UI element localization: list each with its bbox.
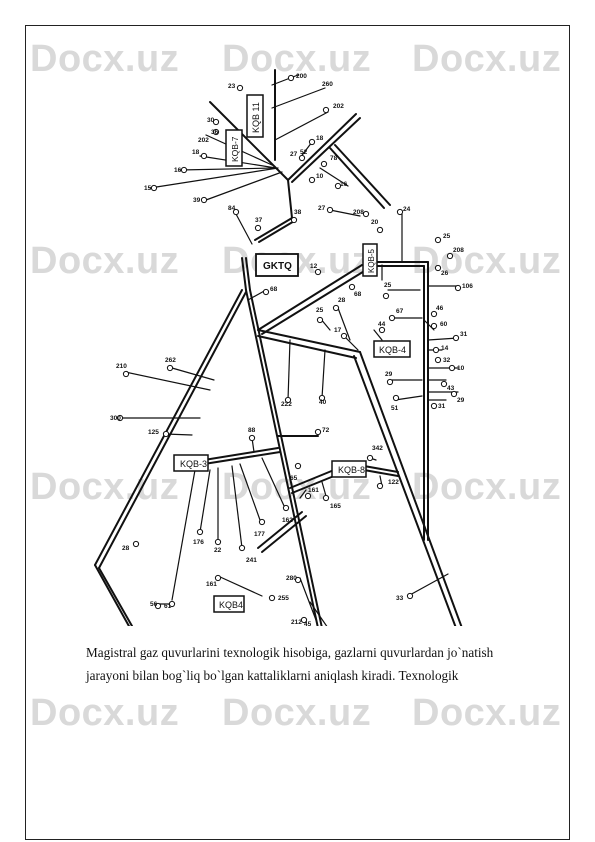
box-kqb7: KQB-7: [230, 136, 240, 162]
node-label: 24: [403, 206, 411, 213]
node-label: 46: [436, 305, 444, 312]
node-label: 78: [330, 155, 338, 162]
node-label: 26: [441, 270, 449, 277]
station-boxes: KQB 11 KQB-7 GKTQ KQB-5 KQB-4 KQB-3 KQB-…: [173, 94, 411, 613]
node-label: 72: [322, 427, 330, 434]
node-label: 106: [462, 283, 473, 290]
node-label: 84: [228, 205, 236, 212]
node-label: 222: [281, 401, 292, 408]
node-label: 33: [396, 595, 404, 602]
node-label: 20: [371, 219, 379, 226]
node-label: 161: [308, 487, 319, 494]
node-label: 202: [198, 137, 209, 144]
node-label: 31: [438, 403, 446, 410]
node-label: 280: [286, 575, 297, 582]
node-label: 342: [372, 445, 383, 452]
node-markers: [116, 74, 462, 624]
node-label: 68: [270, 286, 278, 293]
paragraph-line: Magistral gaz quvurlarini texnologik his…: [86, 645, 494, 660]
node-label: 36: [211, 129, 219, 136]
box-kqb8: KQB-8: [338, 465, 365, 475]
node-label: 68: [354, 291, 362, 298]
node-label: 10: [316, 173, 324, 180]
box-kqb3: KQB-3: [180, 459, 207, 469]
node-label: 210: [116, 363, 127, 370]
node-label: 56: [150, 601, 158, 608]
paragraph-line: jarayoni bilan bog`liq bo`lgan kattalikl…: [86, 668, 459, 683]
node-label: 51: [391, 405, 399, 412]
node-label: 25: [443, 233, 451, 240]
node-label: 29: [457, 397, 465, 404]
node-label: 23: [228, 83, 236, 90]
node-label: 17: [334, 327, 342, 334]
node-label: 32: [443, 357, 451, 364]
node-label: 22: [214, 547, 222, 554]
node-label: 16: [174, 167, 182, 174]
node-label: 27: [290, 151, 298, 158]
node-label: 122: [388, 479, 399, 486]
node-label: 162: [282, 517, 293, 524]
node-label: 60: [440, 321, 448, 328]
node-label: 37: [255, 217, 263, 224]
node-label: 176: [193, 539, 204, 546]
node-label: 10: [457, 365, 465, 372]
node-label: 18: [192, 149, 200, 156]
node-label: 177: [254, 531, 265, 538]
node-label: 18: [316, 135, 324, 142]
node-label: 202: [333, 103, 344, 110]
node-label: 45: [304, 621, 312, 628]
node-label: 212: [291, 619, 302, 626]
node-label: 39: [193, 197, 201, 204]
box-gktq: GKTQ: [263, 261, 292, 272]
node-label: 165: [330, 503, 341, 510]
node-label: 208: [453, 247, 464, 254]
node-label: 44: [378, 321, 386, 328]
box-kqb4-right: KQB-4: [379, 345, 406, 355]
box-kqb5-vertical: KQB-5: [367, 248, 376, 273]
node-label: 16: [340, 181, 348, 188]
node-label: 260: [322, 81, 333, 88]
node-label: 15: [144, 185, 152, 192]
pipeline-svg: KQB 11 KQB-7 GKTQ KQB-5 KQB-4 KQB-3 KQB-…: [94, 69, 473, 628]
node-label: 300: [110, 415, 121, 422]
node-label: 61: [164, 603, 172, 610]
node-label: 88: [248, 427, 256, 434]
node-label: 65: [290, 475, 298, 482]
node-label: 241: [246, 557, 257, 564]
node-label: 125: [148, 429, 159, 436]
node-label: 200: [296, 73, 307, 80]
box-kqb11: KQB 11: [251, 102, 261, 133]
node-label: 12: [310, 263, 318, 270]
node-label: 31: [460, 331, 468, 338]
node-label: 43: [447, 385, 455, 392]
main-trunk: [94, 213, 463, 626]
node-label: 28: [122, 545, 130, 552]
node-label: 262: [165, 357, 176, 364]
node-label: 30: [207, 117, 215, 124]
node-label: 67: [396, 308, 404, 315]
page-frame: [25, 25, 570, 840]
node-label: 161: [206, 581, 217, 588]
pipeline-diagram: KQB 11 KQB-7 GKTQ KQB-5 KQB-4 KQB-3 KQB-…: [80, 60, 500, 628]
top-branch: [149, 69, 391, 245]
node-label: 25: [384, 282, 392, 289]
node-label: 29: [385, 371, 393, 378]
node-label: 255: [278, 595, 289, 602]
node-label: 38: [294, 209, 302, 216]
node-label: 14: [441, 345, 449, 352]
node-label: 27: [318, 205, 326, 212]
node-label: 40: [319, 399, 327, 406]
box-kqb4-bottom: KQB4: [219, 600, 243, 610]
node-labels: 23 200 260 202 30 36 202 18 16 15 39 27 …: [110, 73, 473, 628]
node-label: 25: [316, 307, 324, 314]
node-label: 52: [300, 149, 308, 156]
body-paragraph: Magistral gaz quvurlarini texnologik his…: [86, 641, 546, 687]
node-label: 208: [353, 209, 364, 216]
node-label: 28: [338, 297, 346, 304]
